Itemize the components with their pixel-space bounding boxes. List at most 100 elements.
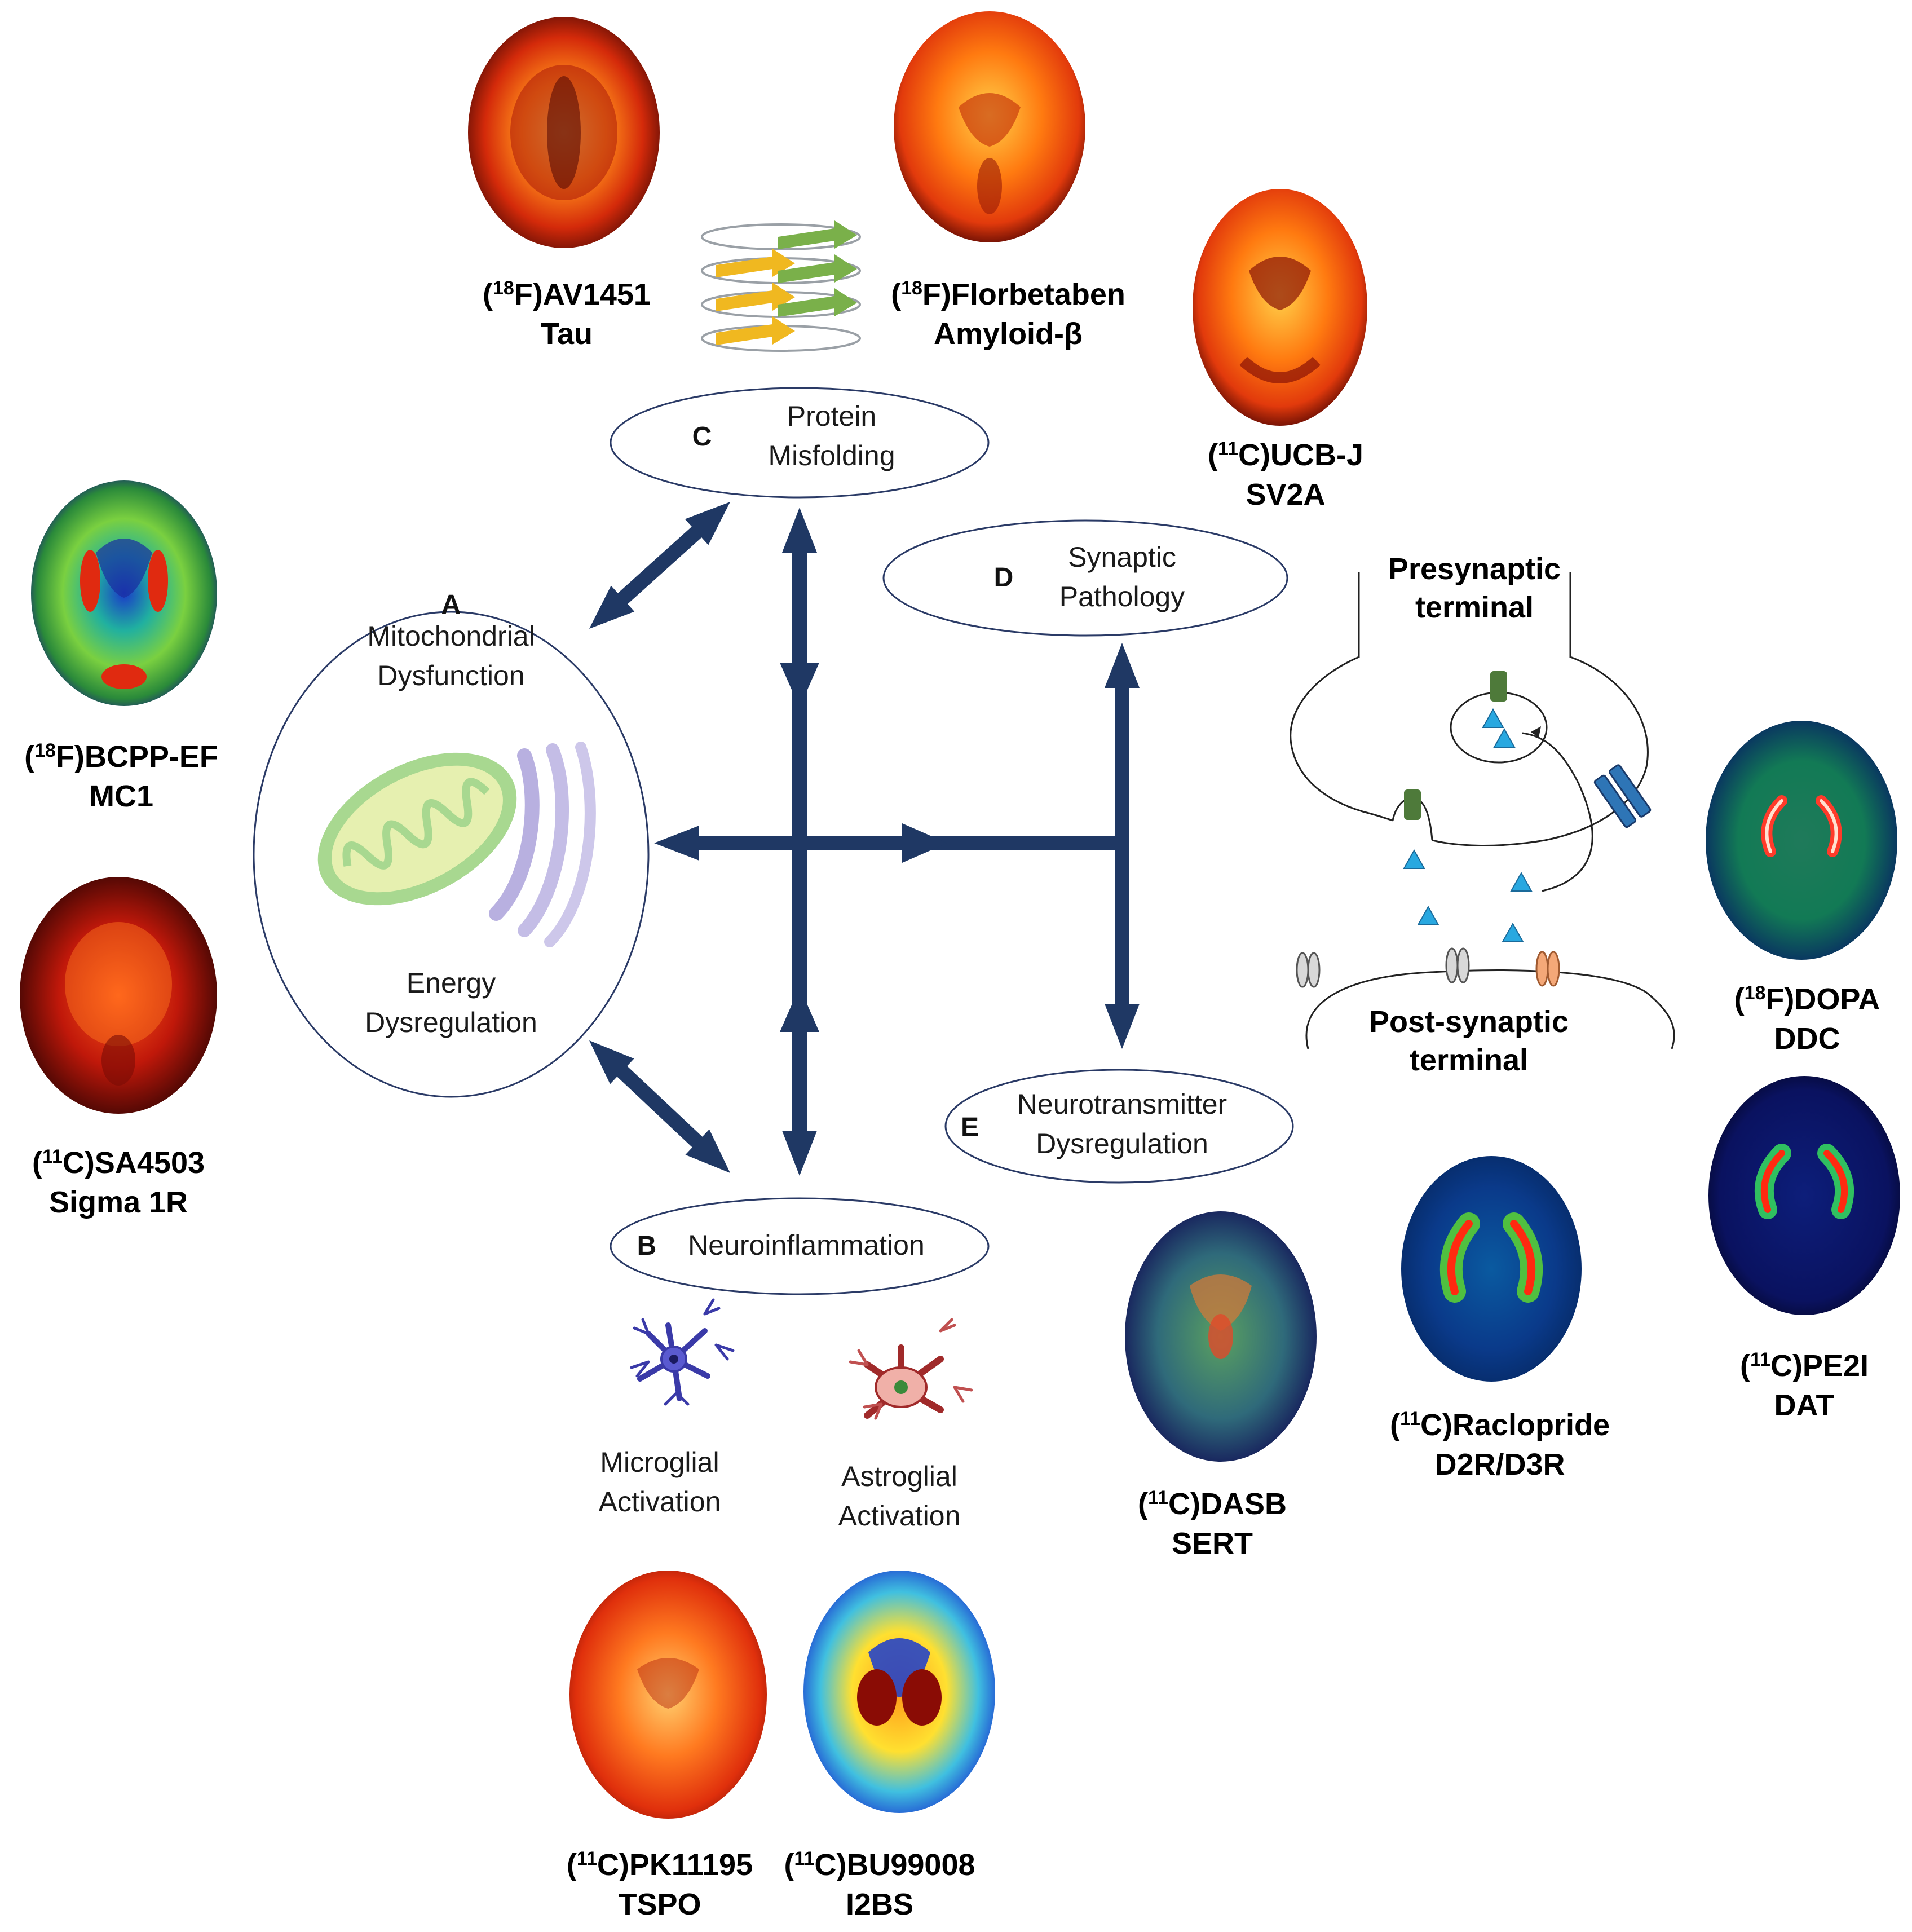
astroglia-line2: Activation [838, 1500, 961, 1532]
caption-sa4503: (11C)SA4503 Sigma 1R [32, 1146, 205, 1219]
release-site-protein-icon [1404, 789, 1421, 820]
node-a-line3: Energy [407, 967, 496, 999]
bcpp-target: MC1 [89, 779, 153, 813]
ucbj-isotope-number: 11 [1218, 438, 1238, 460]
caption-pe2i: (11C)PE2I DAT [1740, 1349, 1869, 1422]
dasb-name: DASB [1200, 1487, 1287, 1521]
pk11195-element: C [597, 1848, 619, 1882]
florbetaben-name: Florbetaben [951, 277, 1125, 311]
node-a-line2: Dysfunction [377, 660, 524, 691]
bu99008-isotope-number: 11 [794, 1848, 814, 1869]
neurotransmitter-icons [1403, 708, 1533, 942]
node-e-letter: E [961, 1113, 979, 1143]
dopa-target: DDC [1774, 1022, 1840, 1056]
bcpp-isotope-number: 18 [34, 740, 56, 761]
node-c-line1: Protein [787, 400, 876, 432]
ucbj-element: C [1238, 438, 1260, 472]
caption-pk11195: (11C)PK11195 TSPO [567, 1848, 753, 1921]
vesicle-protein-icon [1490, 671, 1507, 702]
pk11195-target: TSPO [618, 1887, 701, 1921]
dopa-name: DOPA [1794, 982, 1880, 1016]
av1451-name: AV1451 [543, 277, 651, 311]
raclopride-isotope-number: 11 [1400, 1408, 1420, 1430]
brain-scan-pe2i [1708, 1076, 1900, 1315]
bcpp-element: F [56, 740, 74, 774]
dasb-isotope-number: 11 [1148, 1487, 1168, 1508]
caption-florbetaben: (18F)Florbetaben Amyloid-β [891, 277, 1125, 351]
brain-scan-bu99008 [803, 1571, 995, 1813]
bu99008-name: BU99008 [846, 1848, 975, 1882]
brain-scan-bcpp [31, 480, 217, 706]
brain-scan-av1451 [468, 17, 660, 248]
postsynaptic-receptor-gray-1 [1296, 952, 1321, 988]
arrow-chevron-right [902, 823, 947, 863]
node-c-letter: C [692, 422, 712, 452]
av1451-target: Tau [541, 317, 593, 351]
svg-text:(11C)Raclopride: (11C)Raclopride [1390, 1408, 1610, 1442]
caption-bcpp: (18F)BCPP-EF MC1 [24, 740, 218, 813]
reuptake-transporter-icon [1593, 764, 1652, 828]
sa4503-name: SA4503 [95, 1146, 205, 1180]
arrow-chevron-lower [780, 987, 819, 1032]
node-e-neurotransmitter-dysregulation: E Neurotransmitter Dysregulation [944, 1069, 1294, 1184]
postsynaptic-receptor-orange [1535, 951, 1560, 987]
florbetaben-isotope-number: 18 [901, 277, 922, 299]
node-d-synaptic-pathology: D Synaptic Pathology [882, 519, 1288, 637]
arrow-d-e [1105, 643, 1140, 1049]
dopa-element: F [1765, 982, 1784, 1016]
caption-raclopride: (11C)Raclopride D2R/D3R [1390, 1408, 1610, 1481]
svg-text:(18F)DOPA: (18F)DOPA [1734, 982, 1880, 1016]
protein-fibril-icon [701, 220, 861, 352]
node-e-line2: Dysregulation [1036, 1128, 1208, 1159]
astrocyte-icon [849, 1318, 973, 1420]
synapse-diagram: Presynaptic terminal Post-synaptic termi… [1290, 552, 1675, 1077]
caption-ucbj: (11C)UCB-J SV2A [1208, 438, 1363, 511]
node-c-protein-misfolding: C Protein Misfolding [610, 387, 990, 499]
node-a-letter: A [441, 590, 461, 620]
svg-text:(18F)BCPP-EF: (18F)BCPP-EF [24, 740, 218, 774]
arrow-chevron-upper [780, 663, 819, 708]
caption-av1451: (18F)AV1451 Tau [483, 277, 651, 351]
node-e-line1: Neurotransmitter [1017, 1088, 1227, 1120]
florbetaben-element: F [922, 277, 941, 311]
node-d-ellipse [882, 519, 1288, 637]
microglia-line2: Activation [599, 1486, 721, 1518]
svg-text:(11C)PE2I: (11C)PE2I [1740, 1349, 1869, 1383]
node-c-line2: Misfolding [768, 440, 895, 471]
svg-text:(11C)UCB-J: (11C)UCB-J [1208, 438, 1363, 472]
brain-scan-raclopride [1401, 1156, 1582, 1382]
svg-text:(18F)AV1451: (18F)AV1451 [483, 277, 651, 311]
presynaptic-line1: Presynaptic [1388, 552, 1561, 586]
caption-dopa: (18F)DOPA DDC [1734, 982, 1880, 1056]
pk11195-name: PK11195 [629, 1848, 753, 1882]
node-a-line1: Mitochondrial [367, 620, 535, 652]
brain-scan-dopa [1706, 721, 1897, 960]
svg-text:(11C)DASB: (11C)DASB [1138, 1487, 1287, 1521]
svg-text:(11C)SA4503: (11C)SA4503 [32, 1146, 205, 1180]
node-b-line1: Neuroinflammation [688, 1229, 925, 1261]
dopa-isotope-number: 18 [1745, 982, 1766, 1004]
sa4503-element: C [63, 1146, 85, 1180]
mitochondrion-icon [317, 742, 596, 947]
dasb-element: C [1168, 1487, 1190, 1521]
raclopride-element: C [1420, 1408, 1442, 1442]
node-b-ellipse [610, 1197, 990, 1295]
microglia-line1: Microglial [600, 1446, 719, 1478]
postsynaptic-receptor-gray-2 [1445, 947, 1470, 983]
raclopride-name: Raclopride [1452, 1408, 1610, 1442]
pe2i-name: PE2I [1803, 1349, 1869, 1383]
florbetaben-target: Amyloid-β [934, 317, 1083, 351]
av1451-isotope-number: 18 [493, 277, 514, 299]
dasb-target: SERT [1172, 1527, 1253, 1560]
av1451-element: F [514, 277, 533, 311]
node-b-letter: B [637, 1231, 657, 1261]
node-d-letter: D [994, 563, 1014, 593]
presynaptic-line2: terminal [1415, 590, 1534, 624]
sa4503-isotope-number: 11 [42, 1146, 63, 1167]
ucbj-name: UCB-J [1270, 438, 1363, 472]
astroglia-line1: Astroglial [841, 1461, 957, 1492]
caption-dasb: (11C)DASB SERT [1138, 1487, 1287, 1560]
brain-scan-dasb [1125, 1211, 1317, 1462]
pe2i-target: DAT [1774, 1388, 1835, 1422]
caption-bu99008: (11C)BU99008 I2BS [784, 1848, 975, 1921]
